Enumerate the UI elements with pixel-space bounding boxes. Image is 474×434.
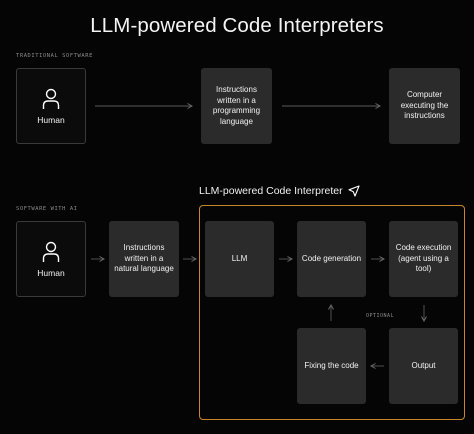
person-icon	[42, 241, 60, 262]
diagram-title: LLM-powered Code Interpreters	[90, 14, 384, 37]
llm-node: LLM	[205, 221, 274, 297]
section-label-traditional: TRADITIONAL SOFTWARE	[16, 53, 93, 59]
human-node-ai: Human	[16, 221, 86, 297]
instructions-programming-node: Instructions written in a programming la…	[201, 68, 272, 144]
instructions-natural-node: Instructions written in a natural langua…	[109, 221, 179, 297]
section-label-ai: SOFTWARE WITH AI	[16, 206, 78, 212]
human-node-traditional: Human	[16, 68, 86, 144]
human-label: Human	[37, 267, 65, 278]
fixing-code-node: Fixing the code	[297, 328, 366, 404]
output-node: Output	[389, 328, 458, 404]
cursor-arrow-icon	[348, 185, 360, 197]
computer-execution-node: Computer executing the instructions	[389, 68, 460, 144]
frame-title-text: LLM-powered Code Interpreter	[199, 185, 343, 197]
frame-title: LLM-powered Code Interpreter	[199, 185, 360, 197]
person-icon	[42, 88, 60, 109]
code-interpreter-frame	[199, 205, 465, 420]
code-execution-node: Code execution (agent using a tool)	[389, 221, 458, 297]
code-generation-node: Code generation	[297, 221, 366, 297]
human-label: Human	[37, 114, 65, 125]
optional-label: OPTIONAL	[366, 313, 395, 319]
